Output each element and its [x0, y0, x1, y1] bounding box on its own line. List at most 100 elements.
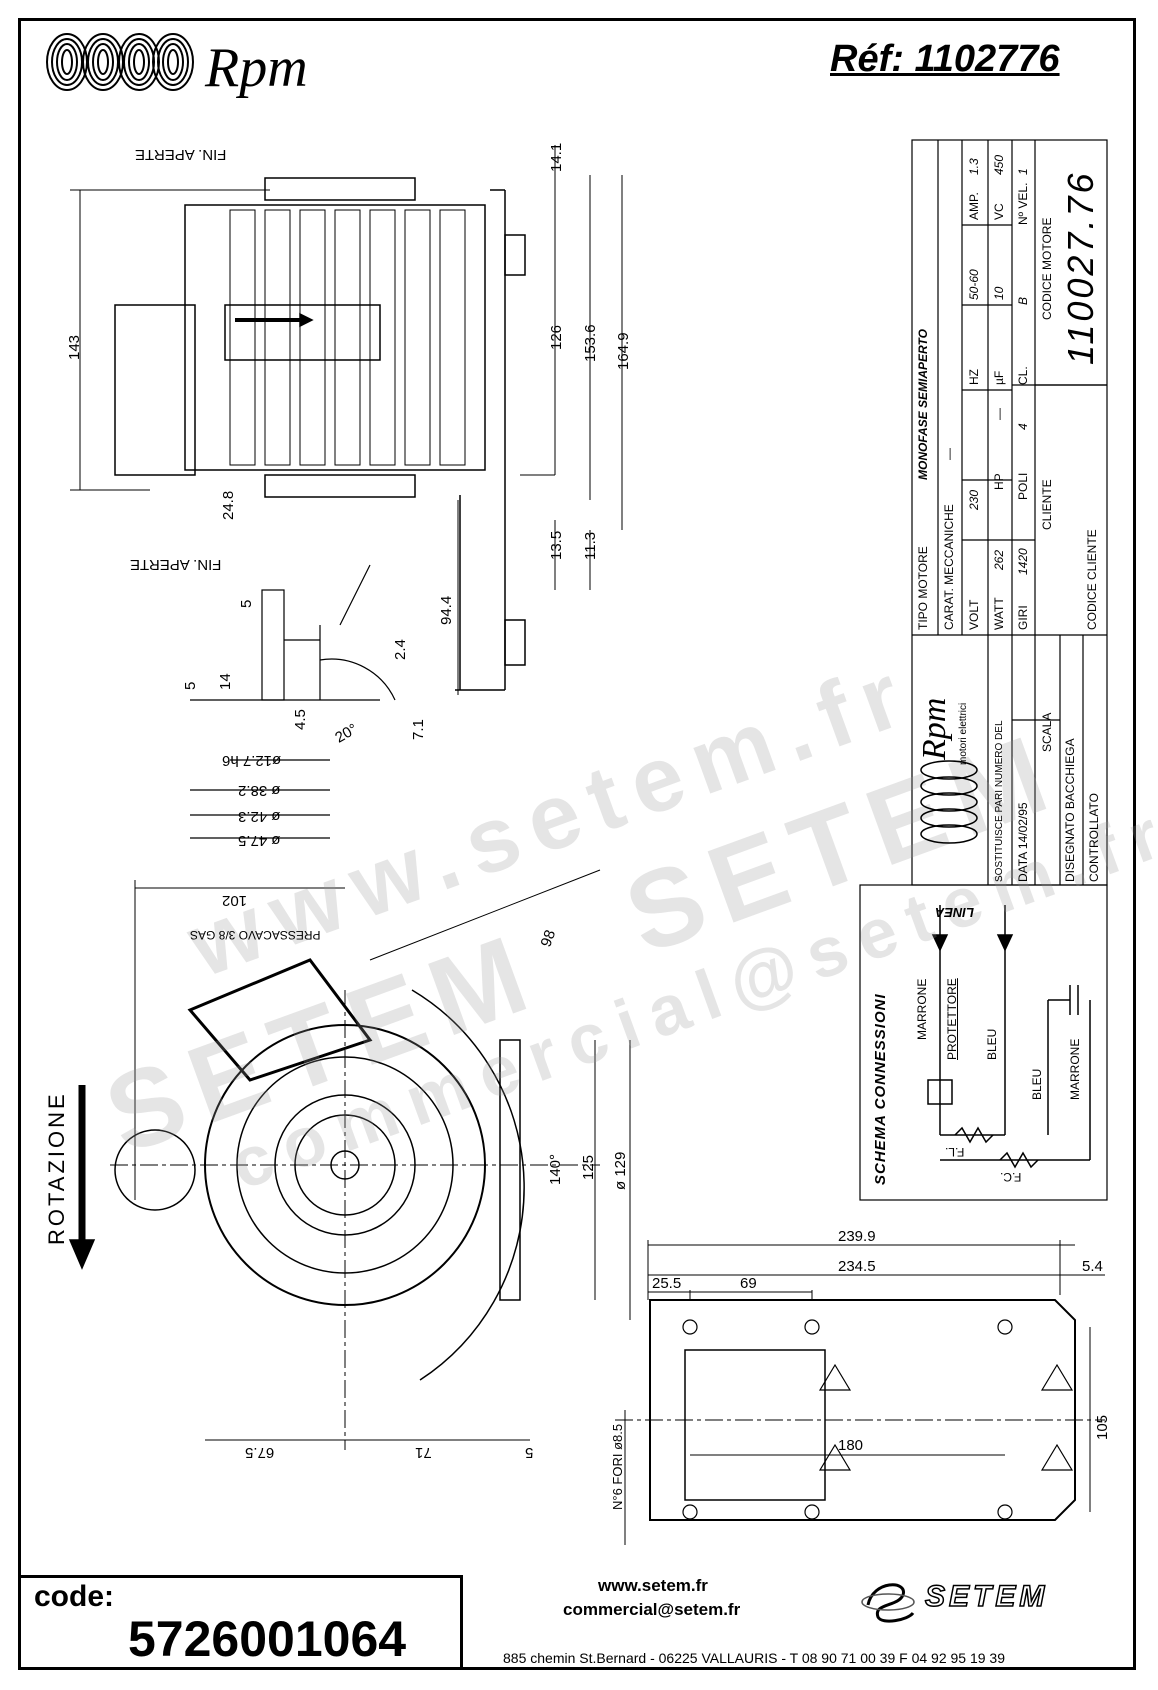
schema-marrone-2: MARRONE: [1068, 1038, 1082, 1100]
footer-email[interactable]: commercial@setem.fr: [563, 1600, 741, 1619]
dim-153-6: 153.6: [582, 324, 599, 362]
tb-company-sub: motori elettrici: [958, 702, 969, 765]
dim-14: 14: [217, 673, 234, 690]
tb-hz-value: 50-60: [967, 269, 981, 300]
tb-watt-value: 262: [992, 549, 1006, 570]
note-pressacavo: PRESSACAVO 3/8 GAS: [190, 928, 321, 942]
tb-volt-value: 230: [967, 489, 981, 510]
tb-uf-label: µF: [992, 370, 1006, 385]
brand-name: Rpm: [205, 37, 308, 99]
capacitor-box: [114, 304, 196, 476]
tb-watt-label: WATT: [992, 597, 1006, 630]
tb-giri-label: GIRI: [1016, 605, 1030, 630]
dim-4-5: 4.5: [292, 709, 309, 730]
schema-bleu-1: BLEU: [985, 1028, 999, 1060]
tb-cl-label: CL.: [1016, 366, 1030, 385]
tb-vel-value: 1: [1016, 168, 1030, 175]
tb-codice-motore-label: CODICE MOTORE: [1040, 217, 1054, 320]
tb-data: DATA 14/02/95: [1016, 802, 1030, 882]
dim-2-4: 2.4: [392, 639, 409, 660]
dim-25-5: 25.5: [652, 1275, 682, 1292]
dim-94-4: 94.4: [438, 595, 455, 625]
dim-234-5: 234.5: [838, 1258, 876, 1275]
schema-bleu-2: BLEU: [1030, 1068, 1044, 1100]
dim-d12-7: ø12.7 h6: [222, 752, 282, 769]
motor-side-body: [184, 204, 486, 471]
tb-uf-value: 10: [992, 286, 1006, 300]
dim-11-3: 11.3: [582, 531, 599, 560]
schema-marrone-1: MARRONE: [915, 978, 929, 1040]
dim-5-top: 5: [238, 599, 255, 608]
dim-69: 69: [740, 1275, 757, 1292]
dim-71: 71: [415, 1444, 432, 1461]
drawing-frame: [18, 18, 1136, 1670]
tb-scala: SCALA: [1040, 712, 1054, 752]
note-fin-aperte-bottom: FIN. APERTE: [130, 556, 222, 573]
tb-coil-icon: [920, 760, 978, 844]
tb-vc-value: 450: [992, 154, 1006, 175]
dim-143: 143: [66, 334, 83, 360]
dim-126: 126: [548, 324, 565, 350]
dim-125: 125: [580, 1154, 597, 1180]
tb-hz-label: HZ: [967, 369, 981, 385]
tb-carat: CARAT. MECCANICHE: [942, 504, 956, 630]
schema-linea: LINEA: [935, 905, 974, 920]
dim-5-left: 5: [182, 681, 199, 690]
tb-carat-value: —: [942, 448, 956, 460]
schema-title: SCHEMA CONNESSIONI: [872, 993, 889, 1185]
schema-fc: F.C.: [1000, 1170, 1022, 1184]
dim-14-1: 14.1: [548, 142, 565, 172]
tb-hp-label: HP: [992, 473, 1006, 490]
schema-box: [859, 884, 1108, 1201]
code-box: [18, 1575, 463, 1670]
tb-disegnato: DISEGNATO BACCHIEGA: [1063, 738, 1077, 882]
dim-13-5: 13.5: [548, 530, 565, 560]
tb-codice-cliente: CODICE CLIENTE: [1085, 529, 1099, 630]
dim-239-9: 239.9: [838, 1228, 876, 1245]
note-holes: N°6 FORI ø8.5: [610, 1423, 625, 1510]
dim-d38-2: ø 38.2: [238, 782, 281, 799]
tb-poli-value: 4: [1016, 423, 1030, 430]
footer-address: 885 chemin St.Bernard - 06225 VALLAURIS …: [503, 1650, 1005, 1666]
tb-vel-label: Nº VEL.: [1016, 182, 1030, 225]
tb-cliente: CLIENTE: [1040, 479, 1054, 530]
tb-tipo-value: MONOFASE SEMIAPERTO: [916, 329, 930, 480]
schema-protettore: PROTETTORE: [945, 978, 959, 1060]
code-label: code:: [34, 1580, 115, 1613]
dim-180: 180: [838, 1437, 864, 1454]
tb-tipo-motore: TIPO MOTORE: [916, 546, 930, 630]
dim-140-deg: 140°: [547, 1153, 564, 1185]
dim-105: 105: [1094, 1414, 1111, 1440]
dim-5-front: 5: [525, 1444, 534, 1461]
note-fin-aperte-top: FIN. APERTE: [135, 146, 227, 163]
dim-164-9: 164.9: [615, 332, 632, 370]
dim-d42-3: ø 42.3: [238, 808, 281, 825]
tb-company: Rpm: [916, 697, 953, 760]
rpm-coil-logo: [46, 33, 194, 91]
tb-vc-label: VC: [992, 203, 1006, 220]
code-value: 5726001064: [128, 1611, 407, 1667]
dim-5-4: 5.4: [1082, 1258, 1103, 1275]
tb-codice-motore: 110027.76: [1060, 170, 1101, 365]
schema-fl: F.L.: [945, 1145, 965, 1159]
footer-logo: SETEM: [924, 1579, 1049, 1614]
dim-d129: ø 129: [612, 1151, 629, 1190]
tb-cl-value: B: [1016, 296, 1030, 305]
tb-amp-value: 1.3: [967, 158, 981, 175]
footer-web[interactable]: www.setem.fr: [598, 1576, 708, 1595]
tb-controllato: CONTROLLATO: [1087, 793, 1101, 882]
rotation-label: ROTAZIONE: [44, 1091, 69, 1245]
base-plate: [649, 1299, 1076, 1521]
dim-67-5: 67.5: [245, 1444, 275, 1461]
dim-24-8: 24.8: [220, 490, 237, 520]
dim-102: 102: [222, 892, 248, 909]
tb-hp-value: —: [992, 408, 1006, 420]
reference-number: Réf: 1102776: [830, 38, 1060, 80]
setem-swirl-icon: [861, 1583, 915, 1623]
tb-poli-label: POLI: [1016, 472, 1030, 500]
tb-amp-label: AMP.: [967, 192, 981, 220]
tb-volt-label: VOLT: [967, 599, 981, 630]
dim-d47-5: ø 47.5: [238, 832, 281, 849]
dim-7-1: 7.1: [410, 719, 427, 740]
